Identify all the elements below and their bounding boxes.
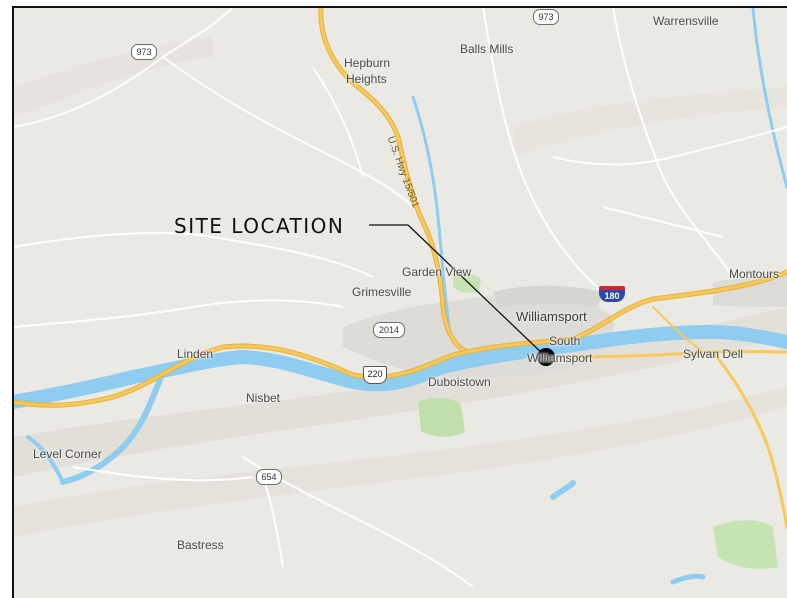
interstate-180-shield: 180 — [599, 286, 625, 302]
place-bastress: Bastress — [177, 538, 224, 552]
route-654-shield: 654 — [256, 469, 282, 485]
place-south: South — [549, 334, 581, 348]
map-border-top — [12, 6, 787, 8]
map-border-left — [12, 7, 14, 598]
route-2014-shield: 2014 — [373, 322, 405, 338]
place-grimesville: Grimesville — [352, 285, 412, 299]
place-williamsport: Williamsport — [516, 309, 587, 324]
place-south-williamsport: Williamsport — [527, 351, 593, 365]
site-location-label: SITE LOCATION — [174, 214, 345, 238]
place-nisbet: Nisbet — [246, 391, 281, 405]
place-heights: Heights — [346, 72, 387, 86]
annotation-leader — [369, 224, 547, 358]
us-220-shield: 220 — [363, 366, 387, 384]
map-canvas[interactable]: 973 973 2014 654 220 180 U.S. Hwy 15/501… — [13, 7, 787, 598]
route-973-shield-east: 973 — [533, 9, 559, 25]
river — [13, 7, 787, 585]
site-location-marker[interactable] — [537, 348, 555, 366]
map-graphics — [13, 7, 787, 588]
place-duboistown: Duboistown — [428, 375, 491, 389]
route-973-shield-west: 973 — [131, 44, 157, 60]
place-linden: Linden — [177, 347, 214, 361]
minor-roads — [13, 7, 787, 588]
place-montoursville: Montours — [729, 267, 780, 281]
place-hepburn: Hepburn — [344, 56, 391, 70]
place-sylvan-dell: Sylvan Dell — [683, 347, 744, 361]
place-balls-mills: Balls Mills — [460, 42, 514, 56]
place-warrensville: Warrensville — [653, 14, 719, 28]
place-level-corner: Level Corner — [33, 447, 102, 461]
highways — [13, 7, 787, 529]
place-garden-view: Garden View — [402, 265, 472, 279]
